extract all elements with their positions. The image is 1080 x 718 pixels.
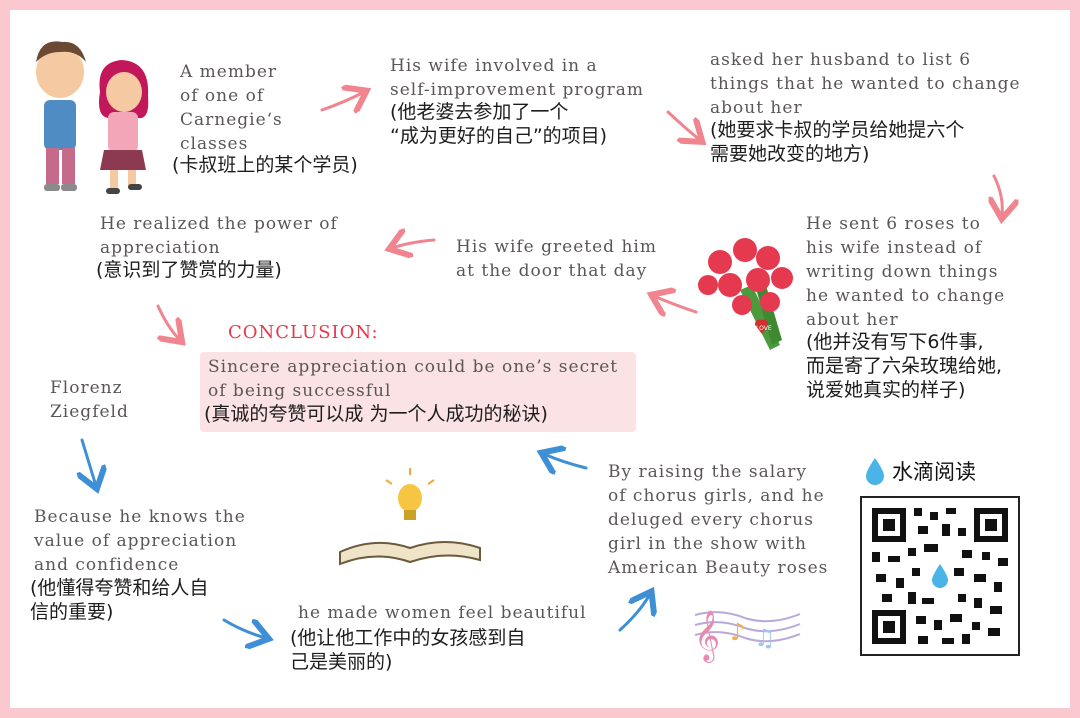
node-realized-cn: (意识到了赞赏的力量) xyxy=(96,259,282,281)
node-roses-en: He sent 6 roses to his wife instead of w… xyxy=(806,214,1006,330)
node-florenz-en: Florenz Ziegfeld xyxy=(50,378,129,422)
node-roses-cn: (他并没有写下6件事, 而是寄了六朵玫瑰给她, 说爱她真实的样子) xyxy=(806,331,1003,401)
node-asked-cn: (她要求卡叔的学员给她提六个 需要她改变的地方) xyxy=(710,119,965,165)
node-realized-en: He realized the power of appreciation xyxy=(100,214,338,258)
node-because-en: Because he knows the value of appreciati… xyxy=(34,507,246,575)
node-wife-en: His wife involved in a self-improvement … xyxy=(390,56,644,100)
node-member-cn: (卡叔班上的某个学员) xyxy=(172,154,358,176)
node-greeted-en: His wife greeted him at the door that da… xyxy=(456,237,657,281)
conclusion-en: Sincere appreciation could be one’s secr… xyxy=(208,357,619,401)
node-asked-en: asked her husband to list 6 things that … xyxy=(710,50,1021,118)
water-drop-icon xyxy=(866,458,884,485)
node-women-cn: (他让他工作中的女孩感到自 己是美丽的) xyxy=(290,627,526,673)
node-member-en: A member of one of Carnegie‘s classes xyxy=(180,62,283,154)
brand-label: 水滴阅读 xyxy=(864,456,976,486)
conclusion-title: CONCLUSION: xyxy=(228,322,379,343)
brand-name: 水滴阅读 xyxy=(892,460,976,484)
conclusion-box xyxy=(200,352,636,432)
conclusion-cn: (真诚的夸赞可以成 为一个人成功的秘诀) xyxy=(204,403,548,425)
node-because-cn: (他懂得夸赞和给人自 信的重要) xyxy=(30,577,209,623)
node-women-en: he made women feel beautiful xyxy=(298,603,587,623)
node-raising-en: By raising the salary of chorus girls, a… xyxy=(608,462,829,578)
qr-code[interactable] xyxy=(860,496,1020,656)
node-wife-cn: (他老婆去参加了一个 “成为更好的自己”的项目) xyxy=(390,101,608,147)
